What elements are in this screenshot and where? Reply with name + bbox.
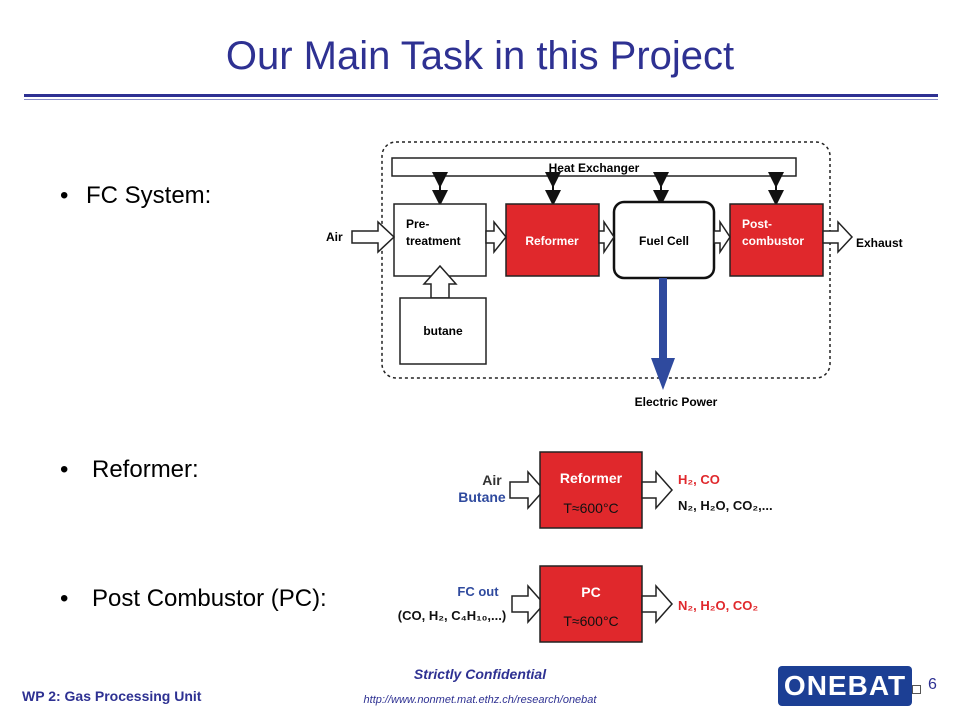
pc-input-species: (CO, H₂, C₄H₁₀,...)	[398, 608, 506, 623]
reformer-input-butane: Butane	[458, 489, 506, 505]
onebat-logo: ONEBAT	[778, 666, 912, 706]
electric-power-arrow	[651, 278, 675, 390]
reformer-label: Reformer	[525, 234, 579, 248]
heat-exchanger-label: Heat Exchanger	[549, 161, 640, 175]
slide-title: Our Main Task in this Project	[225, 34, 735, 78]
confidential-notice: Strictly Confidential	[413, 666, 547, 682]
flow-arrows	[351, 219, 854, 299]
butane-box	[399, 297, 487, 365]
pretreatment-label-2: treatment	[406, 234, 461, 248]
reformer-input-air: Air	[482, 472, 502, 488]
pc-temperature: T≈600°C	[563, 613, 618, 629]
post-combustor-label-2: combustor	[742, 234, 804, 248]
pretreatment-box	[393, 203, 487, 277]
post-combustor-label-1: Post-	[742, 217, 772, 231]
bullet-fc-system-text: FC System:	[86, 182, 212, 209]
bullet-reformer: •Reformer:	[60, 456, 199, 483]
title-rule	[24, 94, 938, 97]
page-number: 6	[928, 676, 937, 693]
heat-exchanger-box	[391, 157, 797, 177]
electric-power-label: Electric Power	[635, 395, 718, 409]
exhaust-label: Exhaust	[856, 236, 903, 250]
post-combustor-box	[729, 203, 824, 277]
reformer-in-arrow	[509, 470, 546, 510]
reformer-temperature: T≈600°C	[563, 500, 618, 516]
bullet-reformer-text: Reformer:	[92, 456, 199, 483]
reformer-out-arrow	[641, 470, 674, 510]
pc-output: N₂, H₂O, CO₂	[678, 598, 758, 613]
system-boundary	[381, 141, 831, 379]
pc-out-arrow	[641, 584, 674, 624]
project-url: http://www.nonmet.mat.ethz.ch/research/o…	[363, 694, 597, 706]
pc-in-arrow	[511, 584, 546, 624]
pretreatment-label-1: Pre-	[406, 217, 429, 231]
onebat-logo-text: ONEBAT	[783, 670, 907, 701]
fuel-cell-label: Fuel Cell	[639, 234, 689, 248]
pc-input-label: FC out	[457, 584, 499, 599]
bullet-post-combustor: •Post Combustor (PC):	[60, 585, 327, 612]
bullet-post-combustor-text: Post Combustor (PC):	[92, 585, 327, 612]
heat-links	[432, 172, 784, 206]
pc-unit-label: PC	[581, 584, 600, 600]
pc-unit-box	[539, 565, 643, 643]
title-rule-thin	[24, 99, 938, 100]
small-square-icon	[912, 685, 921, 694]
reformer-box	[505, 203, 600, 277]
reformer-output-main: H₂, CO	[678, 472, 720, 487]
butane-label: butane	[423, 324, 463, 338]
reformer-unit-box	[539, 451, 643, 529]
footer-project-label: WP 2: Gas Processing Unit	[22, 688, 202, 704]
reformer-output-other: N₂, H₂O, CO₂,...	[678, 498, 773, 513]
bullet-fc-system: •FC System:	[60, 182, 212, 209]
air-label: Air	[326, 230, 343, 244]
reformer-unit-label: Reformer	[560, 470, 623, 486]
